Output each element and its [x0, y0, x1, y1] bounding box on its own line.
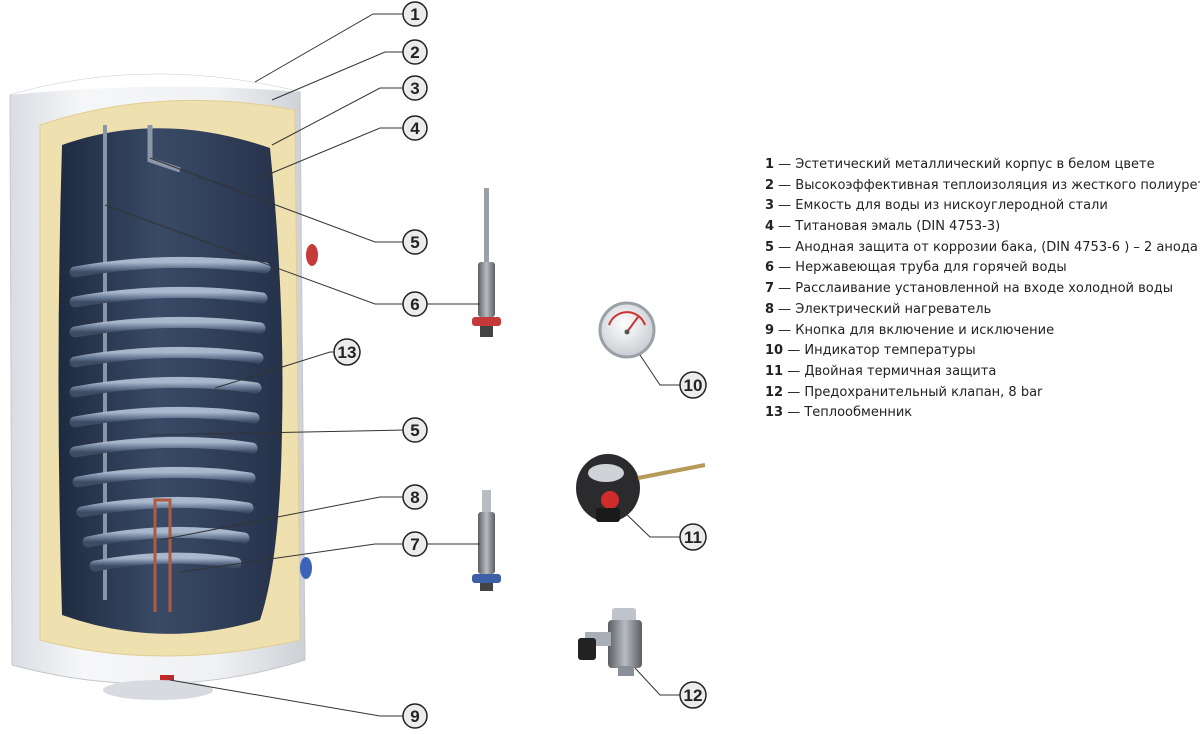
callout-number: 5 — [410, 233, 419, 252]
leader-c6 — [104, 204, 480, 305]
legend-item: 9 — Кнопка для включение и исключение — [765, 321, 1195, 342]
legend-number: 5 — [765, 239, 775, 255]
legend-number: 13 — [765, 405, 784, 421]
legend-number: 11 — [765, 363, 784, 379]
legend-item: 10 — Индикатор температуры — [765, 341, 1195, 362]
legend-item: 8 — Электрический нагреватель — [765, 300, 1195, 321]
callout-c7: 7 — [402, 531, 428, 557]
leader-c9 — [169, 679, 405, 717]
leader-c2 — [271, 51, 405, 101]
leader-c7 — [179, 543, 480, 573]
callout-number: 10 — [684, 376, 703, 395]
leader-c3 — [271, 87, 405, 146]
callout-c11: 11 — [679, 523, 707, 551]
callout-c13: 13 — [333, 338, 361, 366]
leader-c10 — [639, 354, 680, 386]
callout-c2: 2 — [402, 39, 428, 65]
callout-c9: 9 — [402, 703, 428, 729]
legend-text: — Кнопка для включение и исключение — [774, 322, 1055, 338]
legend-number: 4 — [765, 219, 775, 235]
temperature-gauge — [598, 301, 656, 359]
legend-item: 7 — Расслаивание установленной на входе … — [765, 279, 1195, 300]
legend-text: — Анодная защита от коррозии бака, (DIN … — [774, 239, 1198, 255]
boiler — [9, 73, 318, 700]
callout-number: 5 — [410, 421, 419, 440]
leader-c5b — [149, 429, 406, 436]
callout-c5b: 5 — [402, 417, 428, 443]
leader-lines — [104, 13, 680, 717]
leader-c11 — [619, 507, 680, 538]
anode-rod-component — [472, 188, 501, 337]
callout-c6: 6 — [402, 291, 428, 317]
hot-water-pipe — [147, 125, 181, 173]
callout-number: 7 — [410, 535, 419, 554]
legend-text: — Индикатор температуры — [783, 343, 976, 359]
callout-c4: 4 — [402, 115, 428, 141]
legend-number: 10 — [765, 343, 784, 359]
legend-item: 12 — Предохранительный клапан, 8 bar — [765, 383, 1195, 404]
legend-number: 6 — [765, 260, 775, 276]
callout-number: 12 — [684, 686, 703, 705]
leader-c1 — [254, 13, 405, 83]
callout-number: 1 — [410, 5, 419, 24]
legend-item: 11 — Двойная термичная защита — [765, 362, 1195, 383]
callout-c8: 8 — [402, 484, 428, 510]
callout-number: 3 — [410, 79, 419, 98]
legend-text: — Эстетический металлический корпус в бе… — [774, 157, 1155, 172]
legend-number: 1 — [765, 157, 775, 172]
safety-valve — [578, 608, 642, 676]
callout-c5a: 5 — [402, 229, 428, 255]
legend-item: 2 — Высокоэффективная теплоизоляция из ж… — [765, 176, 1200, 197]
boiler-bottom — [103, 680, 213, 700]
port-cold — [300, 557, 312, 579]
leader-c12 — [634, 667, 680, 696]
heat-exchanger-coil — [69, 256, 271, 572]
legend-text: — Теплообменник — [783, 405, 913, 421]
port-hot — [306, 244, 318, 266]
legend-text: — Титановая эмаль (DIN 4753-3) — [774, 219, 1001, 235]
callout-c1: 1 — [402, 1, 428, 27]
legend-item: 3 — Емкость для воды из нискоуглеродной … — [765, 196, 1195, 217]
legend-item: 5 — Анодная защита от коррозии бака, (DI… — [765, 238, 1198, 259]
callout-c10: 10 — [679, 371, 707, 399]
electric-heater — [153, 498, 172, 612]
callout-c12: 12 — [679, 681, 707, 709]
legend-text: — Емкость для воды из нискоуглеродной ст… — [774, 198, 1108, 214]
callout-number: 11 — [684, 528, 702, 547]
legend-number: 12 — [765, 384, 784, 400]
cold-inlet-component — [472, 490, 501, 591]
legend-text: — Нержавеющая труба для горячей воды — [774, 260, 1067, 276]
callout-number: 9 — [410, 707, 419, 726]
legend-text: — Электрический нагреватель — [774, 301, 992, 317]
callout-number: 6 — [410, 295, 419, 314]
leader-c5a — [149, 157, 405, 243]
legend-text: — Предохранительный клапан, 8 bar — [783, 384, 1043, 400]
callout-number: 13 — [338, 343, 357, 362]
legend-item: 4 — Титановая эмаль (DIN 4753-3) — [765, 217, 1195, 238]
legend-text: — Высокоэффективная теплоизоляция из жес… — [774, 177, 1200, 193]
legend-number: 3 — [765, 198, 775, 214]
boiler-top — [10, 74, 300, 95]
legend: 1 — Эстетический металлический корпус в … — [765, 155, 1200, 424]
legend-text: — Двойная термичная защита — [783, 363, 997, 379]
legend-text: — Расслаивание установленной на входе хо… — [774, 281, 1174, 297]
legend-number: 8 — [765, 301, 775, 317]
callout-c3: 3 — [402, 75, 428, 101]
callout-number: 4 — [410, 119, 420, 138]
legend-item: 13 — Теплообменник — [765, 403, 1195, 424]
thermostat — [576, 454, 706, 522]
legend-number: 7 — [765, 281, 775, 297]
callout-number: 2 — [410, 43, 419, 62]
legend-number: 2 — [765, 177, 775, 193]
legend-item: 1 — Эстетический металлический корпус в … — [765, 155, 1195, 176]
leader-c8 — [159, 496, 405, 541]
legend-item: 6 — Нержавеющая труба для горячей воды — [765, 258, 1195, 279]
legend-number: 9 — [765, 322, 775, 338]
callout-number: 8 — [410, 488, 419, 507]
leader-c4 — [254, 127, 405, 181]
